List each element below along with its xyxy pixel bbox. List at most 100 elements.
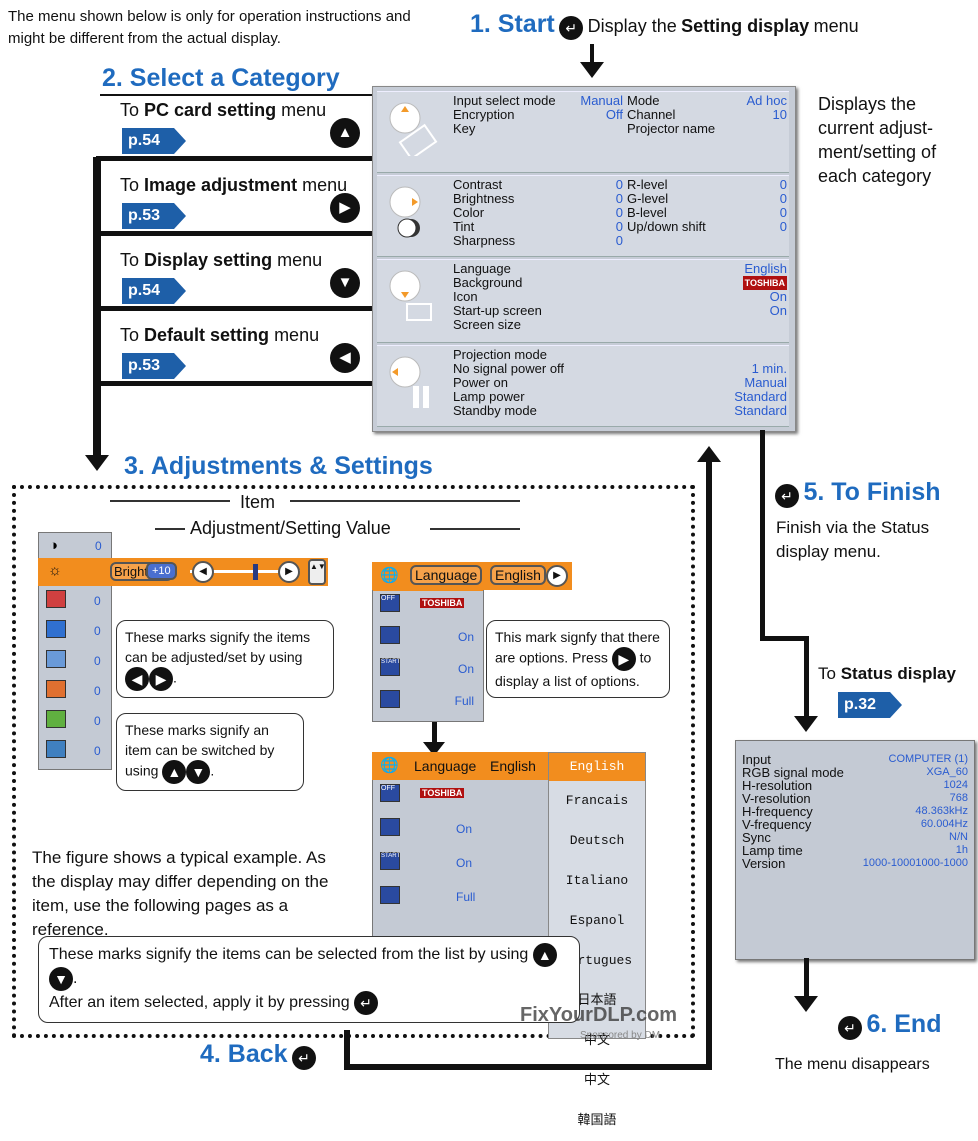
menu-label: Encryption [453, 107, 515, 122]
menu-value: Standard [734, 389, 787, 404]
language-option[interactable]: Espanol [569, 913, 625, 928]
default-setting-icon [383, 352, 443, 410]
language-option[interactable]: 日本語 [577, 993, 617, 1008]
toshiba-logo: TOSHIBA [420, 598, 465, 608]
status-label: Lamp time [742, 843, 803, 858]
nav-button-icon[interactable]: ▶ [330, 193, 360, 223]
globe-icon: 🌐 [380, 567, 399, 584]
adjust-row[interactable]: 0 [38, 706, 110, 736]
menu-label: Projection mode [453, 347, 547, 362]
icon-row[interactable]: On [372, 814, 552, 848]
options-icon[interactable]: ▶ [546, 565, 568, 587]
icon-row[interactable]: On [372, 622, 482, 654]
step1-heading: 1. Start ↵ Display the Setting display m… [470, 10, 859, 40]
item-label: Item [240, 492, 276, 512]
left-arrow-icon[interactable]: ◀ [192, 561, 214, 583]
adjust-row-contrast[interactable]: ◑0 [39, 533, 111, 559]
color-icon [46, 710, 66, 728]
language-option[interactable]: Francais [565, 793, 629, 808]
right-arrow-icon[interactable]: ▶ [278, 561, 300, 583]
language-option[interactable]: 中文 [583, 1073, 610, 1088]
menu-value: 0 [615, 219, 623, 234]
value-line-left [155, 528, 185, 530]
status-value: 48.363kHz [915, 805, 968, 817]
step1-text: Display the [587, 16, 677, 36]
nav-link-1[interactable]: To Image adjustment menu [120, 175, 347, 196]
nav-pre: To [120, 325, 140, 345]
screen-row[interactable]: Full [372, 686, 482, 718]
status-link[interactable]: To Status display [818, 664, 956, 684]
brightness-slider[interactable] [190, 570, 300, 573]
language-option[interactable]: Deutsch [569, 833, 625, 848]
adjust-row-brightness[interactable]: ☼ Brightnes +10 ◀ ▶ ▲▼ [38, 558, 328, 586]
language-option[interactable]: Italiano [565, 873, 629, 888]
language-row-highlight[interactable]: 🌐 Language English ▶ [372, 562, 572, 590]
adjust-row[interactable]: 0 [38, 586, 110, 616]
nav-link-2[interactable]: To Display setting menu [120, 250, 322, 271]
nav-link-3[interactable]: To Default setting menu [120, 325, 319, 346]
page-tag-3[interactable]: p.53 [122, 353, 187, 379]
nav-button-icon[interactable]: ▼ [330, 268, 360, 298]
callout-select-text1: These marks signify the items can be sel… [49, 946, 529, 964]
nav-button-icon[interactable]: ▲ [330, 118, 360, 148]
icon-value: On [457, 630, 474, 644]
page-tag-2[interactable]: p.54 [122, 278, 187, 304]
nav-button-icon[interactable]: ◀ [330, 343, 360, 373]
screen-row[interactable]: Full [372, 882, 552, 916]
page-tag-0[interactable]: p.54 [122, 128, 187, 154]
language-option[interactable]: English [549, 753, 645, 781]
toshiba-logo: TOSHIBA [420, 788, 465, 798]
step6-text: The menu disappears [775, 1056, 930, 1073]
slider-handle[interactable] [253, 564, 258, 580]
adjust-row[interactable]: 0 [38, 736, 110, 766]
adjust-row[interactable]: 0 [38, 676, 110, 706]
menu-value: Ad hoc [746, 93, 787, 108]
adjust-row[interactable]: 0 [38, 646, 110, 676]
language-option[interactable]: 韓国語 [577, 1113, 617, 1128]
page-tag-1[interactable]: p.53 [122, 203, 187, 229]
menu-value: English [744, 261, 787, 276]
updown-icon[interactable]: ▲▼ [308, 559, 326, 585]
language-option[interactable]: 中文 [583, 1033, 610, 1048]
adjust-row[interactable]: 0 [38, 616, 110, 646]
enter-icon: ↵ [775, 483, 799, 508]
step1-title: 1. Start [470, 10, 555, 38]
adjust-value: 0 [94, 654, 101, 668]
nav-line-2 [96, 306, 372, 311]
status-page-tag[interactable]: p.32 [838, 692, 903, 718]
menu-row[interactable]: Screen size [453, 318, 787, 332]
status-label: Sync [742, 830, 771, 845]
menu-row[interactable]: Projection mode [453, 348, 787, 362]
nav-link-0[interactable]: To PC card setting menu [120, 100, 326, 121]
nav-line-1 [96, 231, 372, 236]
